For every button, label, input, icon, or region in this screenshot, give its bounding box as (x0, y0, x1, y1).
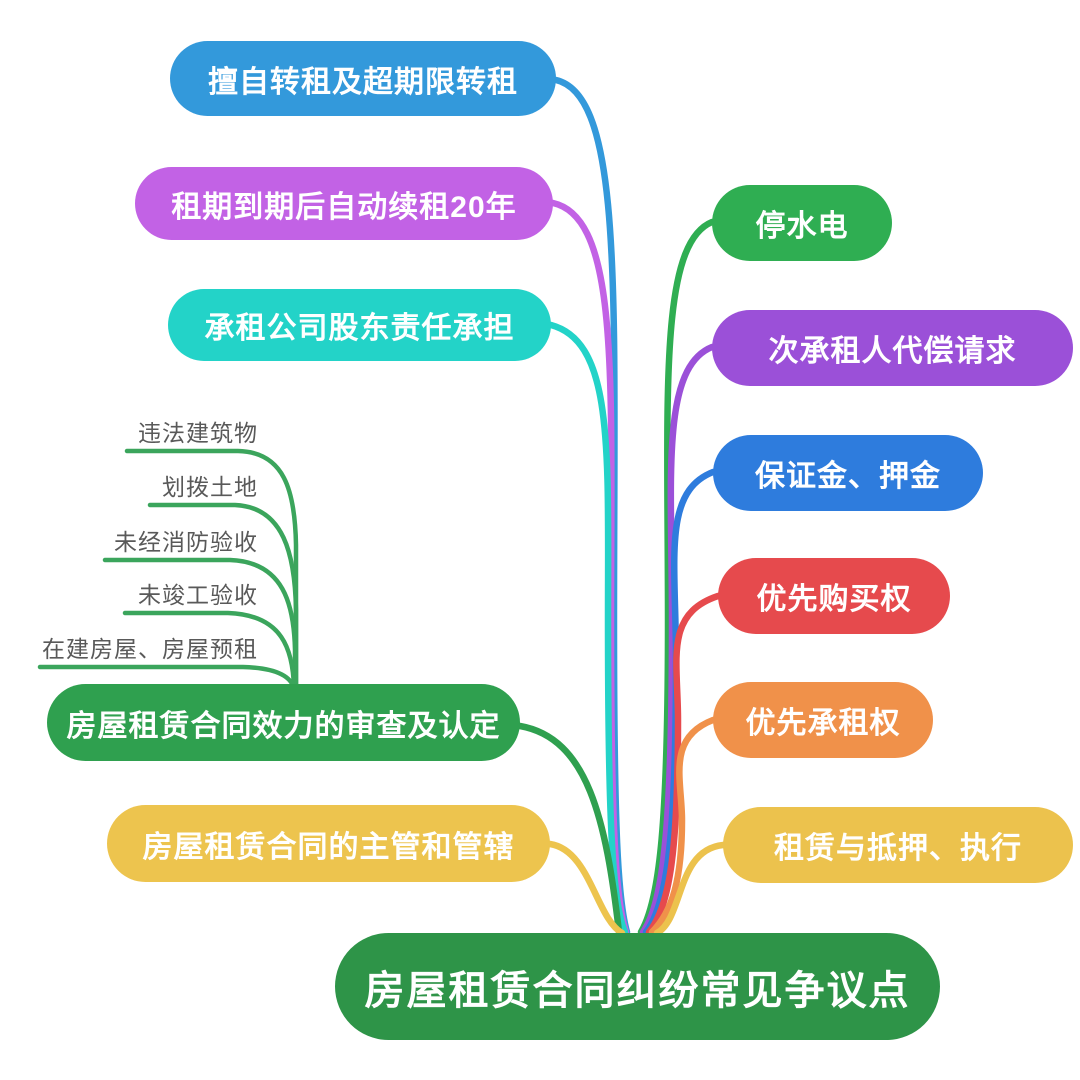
connector-validity (516, 722, 623, 936)
branch-node-mortgage-execution: 租赁与抵押、执行 (723, 807, 1073, 883)
branch-node-auto-renew: 租期到期后自动续租20年 (135, 167, 553, 240)
connector-lease-right (648, 716, 717, 936)
branch-label: 优先承租权 (745, 707, 901, 740)
branch-label: 租期到期后自动续租20年 (171, 190, 517, 224)
connector-mortgage-execution (653, 841, 727, 937)
branch-node-validity: 房屋租赁合同效力的审查及认定 (47, 684, 520, 761)
child-label-prelease: 在建房屋、房屋预租 (42, 636, 258, 662)
connector-child-illegal-building (124, 448, 299, 691)
branch-node-shareholder: 承租公司股东责任承担 (168, 289, 551, 361)
branch-node-utility-cutoff: 停水电 (712, 185, 892, 261)
branch-label: 房屋租赁合同的主管和管辖 (142, 830, 515, 864)
connector-purchase-right (645, 592, 722, 936)
branch-node-purchase-right: 优先购买权 (718, 558, 950, 634)
branch-label: 保证金、押金 (755, 460, 941, 493)
branch-label: 承租公司股东责任承担 (204, 312, 515, 345)
branch-label: 次承租人代偿请求 (768, 335, 1017, 368)
child-label-completion-inspection: 未竣工验收 (138, 582, 258, 608)
branch-node-subtenant-claim: 次承租人代偿请求 (712, 310, 1073, 386)
connector-child-allocated-land (147, 502, 299, 691)
branch-label: 租赁与抵押、执行 (774, 832, 1022, 865)
root-node: 房屋租赁合同纠纷常见争议点 (335, 933, 940, 1040)
connector-jurisdiction (546, 840, 626, 937)
branch-node-jurisdiction: 房屋租赁合同的主管和管辖 (107, 805, 550, 882)
connector-utility-cutoff (637, 218, 716, 936)
child-label-allocated-land: 划拨土地 (162, 474, 258, 500)
branch-label: 擅自转租及超期限转租 (208, 65, 518, 99)
branch-label: 房屋租赁合同效力的审查及认定 (66, 709, 501, 743)
child-label-fire-inspection: 未经消防验收 (114, 529, 258, 555)
connector-child-fire-inspection (102, 557, 298, 691)
branch-node-deposit: 保证金、押金 (713, 435, 983, 511)
connector-child-completion-inspection (122, 610, 297, 691)
child-label-illegal-building: 违法建筑物 (138, 420, 258, 446)
branch-label: 停水电 (755, 210, 849, 243)
branch-node-lease-right: 优先承租权 (713, 682, 933, 758)
connector-subtenant-claim (639, 343, 716, 936)
branch-label: 优先购买权 (756, 583, 912, 616)
root-label: 房屋租赁合同纠纷常见争议点 (364, 968, 911, 1013)
branch-node-sublease: 擅自转租及超期限转租 (170, 41, 556, 116)
